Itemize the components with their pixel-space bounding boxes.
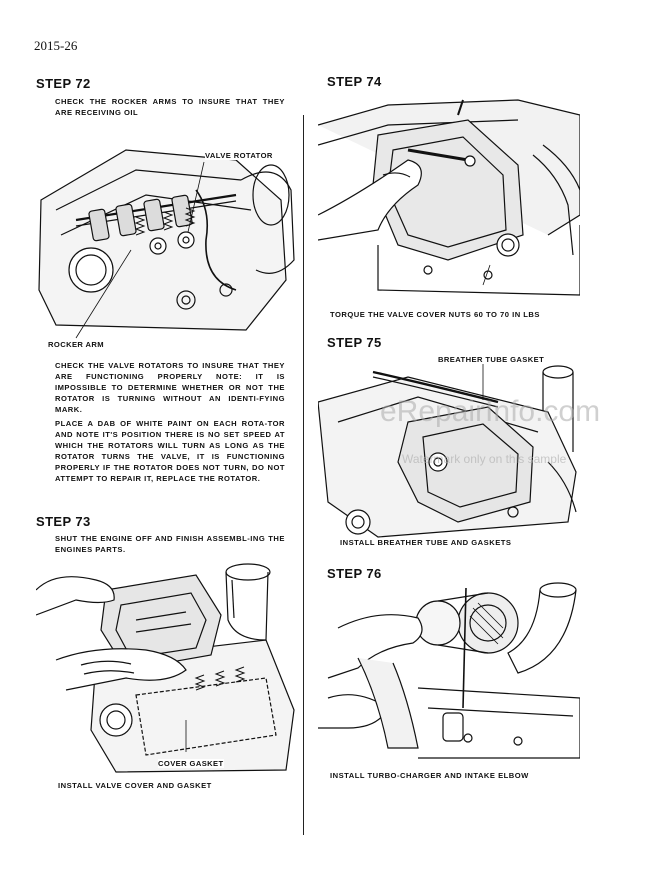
step-72-text-rotators: CHECK THE VALVE ROTATORS TO INSURE THAT … — [55, 361, 285, 414]
valve-cover-illustration — [36, 560, 298, 775]
step-74-caption: TORQUE THE VALVE COVER NUTS 60 TO 70 IN … — [330, 310, 540, 319]
rocker-arm-illustration — [36, 140, 298, 340]
column-divider — [303, 115, 304, 835]
step-76-title: STEP 76 — [327, 566, 382, 581]
step-72-title: STEP 72 — [36, 76, 91, 91]
page-number: 2015-26 — [34, 38, 78, 53]
watermark-logo-text: eRepairInfo.com — [380, 395, 601, 428]
step-76-caption: INSTALL TURBO-CHARGER AND INTAKE ELBOW — [330, 771, 529, 780]
label-cover-gasket: COVER GASKET — [158, 759, 224, 768]
label-valve-rotator: VALVE ROTATOR — [205, 151, 273, 160]
step-73-caption: INSTALL VALVE COVER AND GASKET — [58, 781, 212, 790]
step-75-caption: INSTALL BREATHER TUBE AND GASKETS — [340, 538, 512, 547]
label-rocker-arm: ROCKER ARM — [48, 340, 105, 349]
label-breather-tube-gasket: BREATHER TUBE GASKET — [438, 355, 545, 364]
torque-cover-illustration — [318, 95, 580, 300]
step-72-text-paint: PLACE A DAB OF WHITE PAINT ON EACH ROTA-… — [55, 419, 285, 483]
step-73-text: SHUT THE ENGINE OFF AND FINISH ASSEMBL-I… — [55, 534, 285, 554]
watermark-note: Watermark only on this sample — [402, 452, 567, 466]
step-75-title: STEP 75 — [327, 335, 382, 350]
breather-tube-illustration — [318, 352, 580, 542]
step-72-text-oil: CHECK THE ROCKER ARMS TO INSURE THAT THE… — [55, 97, 285, 117]
turbocharger-illustration — [318, 578, 580, 768]
step-73-title: STEP 73 — [36, 514, 91, 529]
step-74-title: STEP 74 — [327, 74, 382, 89]
